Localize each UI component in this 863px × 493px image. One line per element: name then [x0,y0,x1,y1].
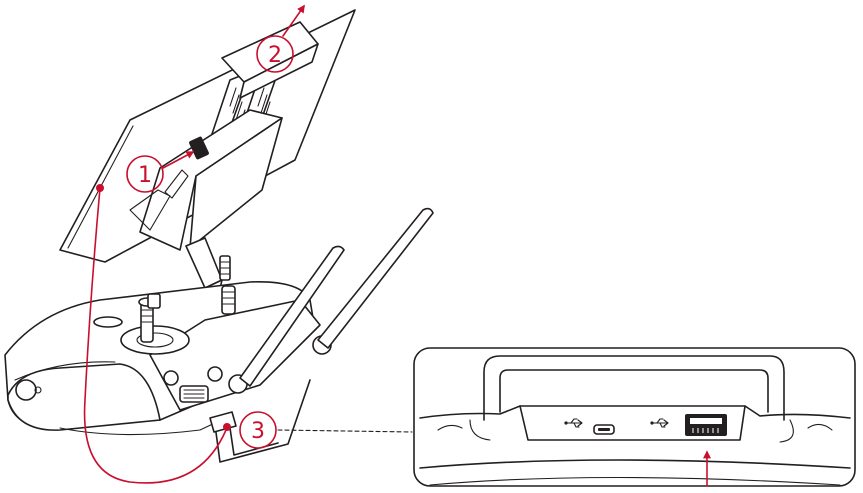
remote-controller-body [4,255,332,436]
cable-connector-tablet [96,184,104,192]
callout-3-number: 3 [251,419,265,444]
callout-1: 1 [126,151,195,193]
inset-leader-line [277,429,413,433]
callout-2-number: 2 [268,43,282,68]
cable-connector-remote [223,423,231,431]
antenna-left [239,245,345,387]
callout-3: 3 [239,411,277,449]
usb-icon [650,418,669,428]
usb-a-port-icon [685,414,727,436]
port-detail-inset [413,347,856,487]
callout-1-number: 1 [138,163,152,188]
usb-cable [83,187,227,484]
usb-icon [564,418,583,428]
micro-usb-port-icon [593,424,615,435]
antenna-right [317,207,434,349]
callout-2: 2 [256,4,305,73]
